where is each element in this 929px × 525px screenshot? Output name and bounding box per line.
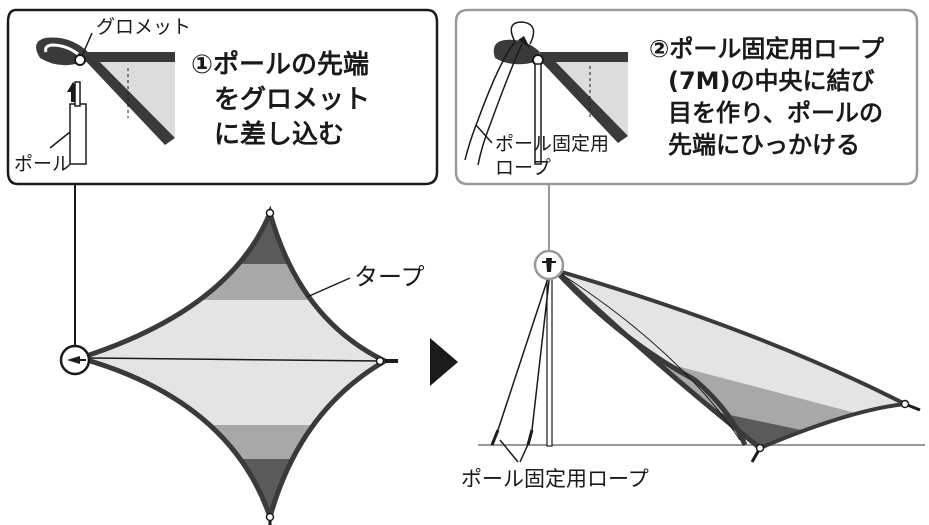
- step2-line-1: ②ポール固定用ロープ: [649, 35, 884, 63]
- rope-label-line-2: ロープ: [495, 157, 551, 179]
- rope-knot-detail-illustration: [464, 21, 628, 166]
- step2-line-4: 先端にひっかける: [668, 131, 860, 159]
- grommet-detail-illustration: [36, 32, 175, 165]
- next-step-arrow: [430, 338, 458, 386]
- bottom-rope-label: ポール固定用ロープ: [461, 467, 649, 491]
- step1-line-3: に差し込む: [214, 120, 345, 150]
- grommet-label: グロメット: [96, 16, 192, 38]
- tarp-diamond-illustration: [59, 205, 398, 525]
- pitched-tarp-illustration: [478, 249, 925, 463]
- pole-label: ポール: [14, 153, 72, 175]
- step2-line-2: (7M)の中央に結び: [668, 67, 875, 95]
- step1-line-1: ①ポールの先端: [191, 50, 370, 80]
- step1-line-2: をグロメット: [214, 85, 371, 115]
- rope-label-line-1: ポール固定用: [495, 133, 610, 155]
- grommet-ring: [74, 54, 86, 66]
- step2-line-3: 目を作り、ポールの: [668, 99, 884, 127]
- tarp-label: タープ: [354, 263, 425, 291]
